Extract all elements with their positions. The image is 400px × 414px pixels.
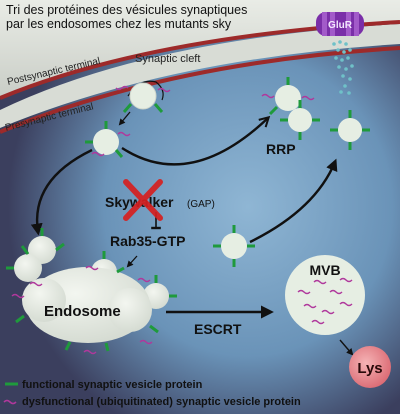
escrt-label: ESCRT — [194, 321, 242, 337]
postsynaptic-region — [0, 0, 400, 98]
synaptic-cleft-region — [0, 24, 400, 128]
skywalker-gap-label: (GAP) — [187, 199, 215, 210]
docked-vesicle — [261, 77, 315, 116]
budding-vesicle — [213, 225, 255, 267]
endocytosis-arrow — [118, 111, 131, 126]
lys-label: Lys — [357, 360, 382, 377]
legend-dysfunctional-swatch — [3, 399, 17, 405]
endosome — [6, 228, 177, 355]
synaptic-cleft-label: Synaptic cleft — [135, 53, 200, 65]
rrp-label: RRP — [266, 141, 296, 157]
mvb-label: MVB — [309, 262, 340, 278]
endocytosed-vesicle — [85, 121, 131, 158]
rab35-to-endosome-arrow — [126, 255, 138, 268]
inhibition-cross — [123, 179, 163, 221]
glur-receptor: GluR — [316, 12, 364, 36]
rrp-vesicle-2 — [330, 110, 370, 150]
fusing-vesicle — [115, 80, 171, 113]
neurotransmitter-dots — [332, 40, 354, 95]
endosome-label: Endosome — [44, 303, 121, 320]
figure-caption: Tri des protéines des vésicules synaptiq… — [6, 3, 306, 31]
to-lysosome-arrow — [339, 339, 354, 356]
caption-line-2: par les endosomes chez les mutants sky — [6, 17, 232, 31]
rab35-label: Rab35-GTP — [110, 233, 185, 249]
to-rrp-arrow — [249, 158, 338, 244]
recycling-arrow — [121, 118, 268, 166]
rrp-vesicle-1 — [280, 100, 320, 140]
receptor-label: GluR — [328, 20, 353, 31]
lysosome — [349, 346, 391, 388]
mvb — [285, 255, 365, 335]
legend: functional synaptic vesicle protein dysf… — [3, 379, 301, 408]
to-endosome-arrow — [30, 148, 93, 236]
caption-line-1: Tri des protéines des vésicules synaptiq… — [6, 3, 248, 17]
legend-functional-label: functional synaptic vesicle protein — [22, 379, 203, 391]
presynaptic-membrane — [0, 46, 400, 134]
legend-dysfunctional-label: dysfunctional (ubiquitinated) synaptic v… — [22, 396, 301, 408]
